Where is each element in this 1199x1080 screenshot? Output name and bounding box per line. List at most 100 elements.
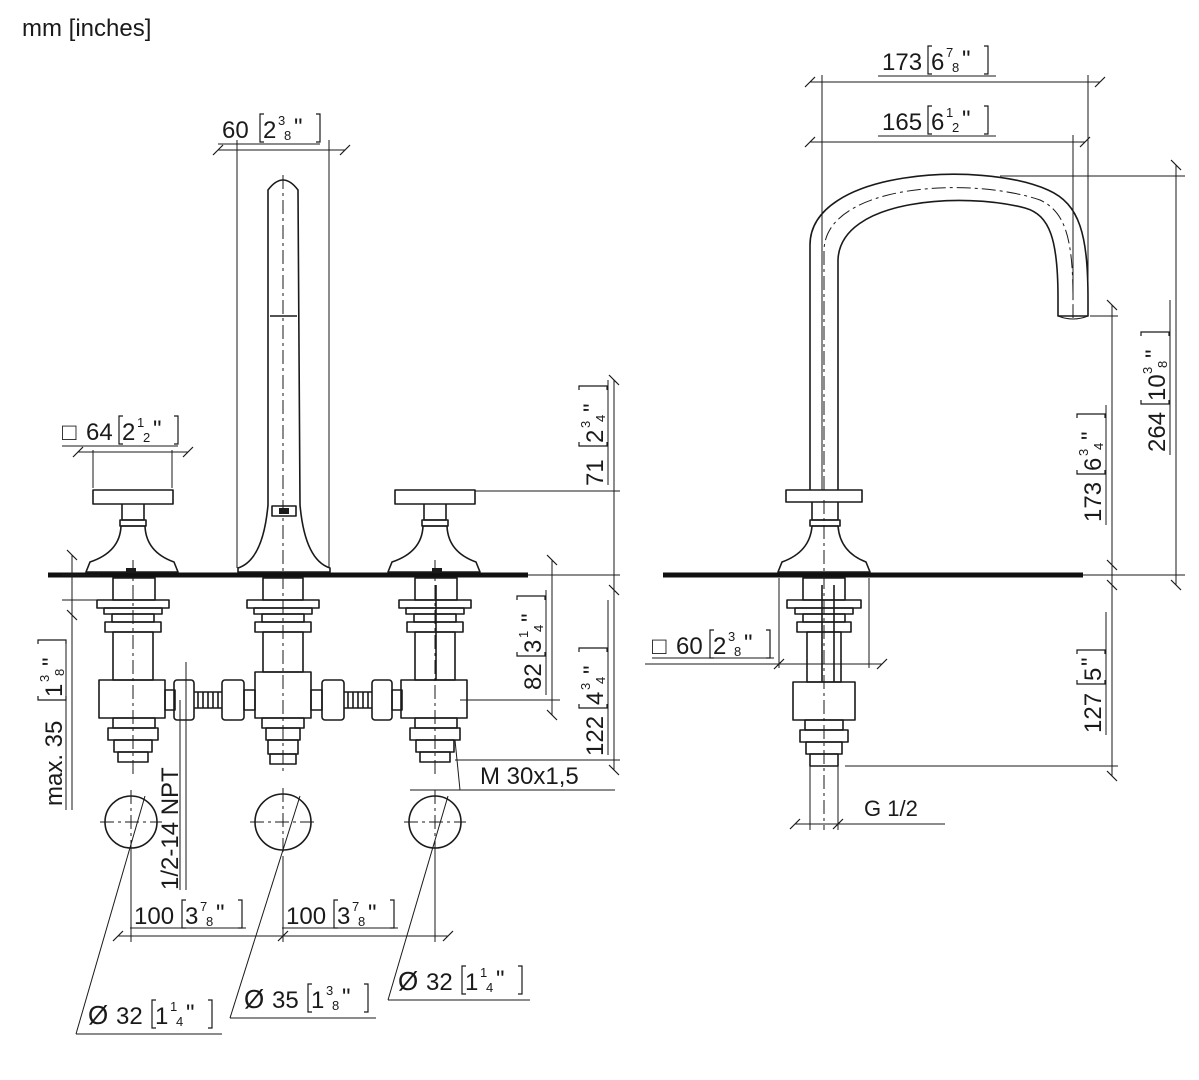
dim-side-depth-mm: 127 (1080, 693, 1107, 733)
dim-max-deck-thickness-mm: max. 35 (41, 721, 68, 806)
dim-valve-depth-inch-num: 1 (516, 631, 531, 638)
svg-text:": " (1077, 657, 1104, 666)
dim-hole-left-mm: 32 (116, 1003, 143, 1030)
mounting-holes (100, 788, 466, 858)
units-label: mm [inches] (22, 15, 151, 42)
dim-hole-center-inch-den: 8 (332, 998, 339, 1013)
dim-spout-width-inch-num: 3 (278, 113, 285, 128)
svg-text:": " (153, 416, 162, 443)
dim-thread-npt-label: 1/2-14 NPT (157, 767, 184, 890)
dim-hole-center-symbol: Ø (244, 984, 264, 1014)
handle-left-front (85, 489, 179, 775)
svg-text:": " (579, 403, 606, 412)
dim-hole-right-mm: 32 (426, 969, 453, 996)
dim-spout-outlet-height-inch-whole: 6 (1080, 458, 1107, 471)
svg-text:": " (216, 900, 225, 927)
dim-spout-width: 60 2 3 8 " (212, 113, 351, 568)
dim-side-square-inch-den: 8 (734, 644, 741, 659)
dim-hole-center-inch-num: 3 (326, 983, 333, 998)
dim-handle-square-inch-whole: 2 (122, 419, 135, 446)
dim-spout-reach-total-inch-num: 7 (946, 45, 953, 60)
dim-side-square: □ 60 2 3 8 " (645, 578, 888, 668)
connection-hoses (164, 679, 403, 721)
shank-side-under-deck (786, 577, 862, 767)
dim-spout-total-height-inch-whole: 10 (1144, 374, 1171, 401)
dim-handle-square-inch-num: 1 (137, 415, 144, 430)
dim-spout-total-height-mm: 264 (1144, 412, 1171, 452)
dim-hole-right-symbol: Ø (398, 966, 418, 996)
dim-spacing-left-inch-num: 7 (200, 899, 207, 914)
dim-connection-depth-inch-den: 4 (593, 677, 608, 684)
dim-spout-reach-inch-den: 2 (952, 120, 959, 135)
dim-handle-height-inch-den: 4 (593, 415, 608, 422)
handle-right-front (387, 489, 481, 775)
svg-text:": " (744, 630, 753, 657)
dim-handle-square-symbol: □ (62, 419, 77, 446)
dim-hole-left-symbol: Ø (88, 1000, 108, 1030)
svg-text:": " (962, 46, 971, 73)
dim-spout-reach-mm: 165 (882, 109, 922, 136)
dim-connection-depth-inch-whole: 4 (582, 692, 609, 705)
dim-hole-center-mm: 35 (272, 987, 299, 1014)
dim-max-deck-thickness-inch-whole: 1 (41, 684, 68, 697)
dim-hole-right: Ø 32 1 1 4 " (387, 795, 530, 1001)
dim-spout-reach-inch-num: 1 (946, 105, 953, 120)
dim-hole-left: Ø 32 1 1 4 " (75, 795, 222, 1035)
side-view: 173 6 7 8 " 165 6 1 2 " (645, 45, 1185, 830)
dim-spout-width-mm: 60 (222, 117, 249, 144)
dim-hole-left-inch-den: 4 (176, 1014, 183, 1029)
svg-text:": " (517, 613, 544, 622)
dim-spacing-left-mm: 100 (134, 903, 174, 930)
dim-side-depth-inch-whole: 5 (1080, 668, 1107, 681)
svg-text:": " (186, 1000, 195, 1027)
dim-side-thread: G 1/2 (789, 766, 945, 830)
svg-text:": " (496, 966, 505, 993)
svg-text:": " (962, 106, 971, 133)
svg-text:": " (38, 657, 65, 666)
dim-valve-depth: 82 3 1 4 " (460, 554, 620, 721)
dim-spout-total-height: 264 10 3 8 " (1000, 159, 1185, 591)
svg-text:": " (1141, 349, 1168, 358)
dim-thread-metric-label: M 30x1,5 (480, 763, 579, 790)
dim-hole-right-inch-whole: 1 (465, 969, 478, 996)
dim-connection-depth-mm: 122 (582, 716, 609, 756)
dim-handle-square: □ 64 2 1 2 " (62, 415, 194, 488)
dim-spout-reach-inch-whole: 6 (931, 109, 944, 136)
dim-handle-height-mm: 71 (582, 459, 609, 486)
dim-side-square-inch-num: 3 (728, 629, 735, 644)
dim-spout-outlet-height-inch-num: 3 (1076, 449, 1091, 456)
dim-side-square-mm: 60 (676, 633, 703, 660)
dim-spout-reach-total-inch-den: 8 (952, 60, 959, 75)
dim-hole-right-inch-num: 1 (480, 965, 487, 980)
svg-text:": " (342, 984, 351, 1011)
dim-thread-metric: M 30x1,5 (410, 739, 615, 791)
dim-handle-square-inch-den: 2 (143, 430, 150, 445)
dim-thread-npt: 1/2-14 NPT (157, 662, 187, 890)
dim-max-deck-thickness-inch-den: 8 (52, 669, 67, 676)
svg-text:": " (368, 900, 377, 927)
dim-spacing-left-inch-whole: 3 (185, 903, 198, 930)
dim-hole-left-inch-num: 1 (170, 999, 177, 1014)
dim-spout-reach-total-mm: 173 (882, 49, 922, 76)
dim-hole-center: Ø 35 1 3 8 " (229, 795, 376, 1019)
dim-spacing-right-inch-whole: 3 (337, 903, 350, 930)
dim-connection-depth-inch-num: 3 (578, 683, 593, 690)
svg-text:": " (1077, 431, 1104, 440)
dim-hole-left-inch-whole: 1 (155, 1003, 168, 1030)
dim-handle-height-inch-whole: 2 (582, 430, 609, 443)
valve-right-under-deck (398, 577, 472, 763)
dim-side-square-inch-whole: 2 (713, 633, 726, 660)
dim-spout-reach-total-inch-whole: 6 (931, 49, 944, 76)
dim-spout-outlet-height: 173 6 3 4 " (1076, 299, 1118, 591)
svg-text:": " (579, 665, 606, 674)
dim-spout-outlet-height-mm: 173 (1080, 482, 1107, 522)
dim-handle-height: 71 2 3 4 " (475, 374, 620, 596)
valve-left-under-deck (96, 577, 170, 763)
front-view: 60 2 3 8 " □ 64 2 1 2 " (37, 113, 620, 1035)
handle-side (777, 489, 871, 573)
dim-spacing-right-mm: 100 (286, 903, 326, 930)
dim-spacing-left-inch-den: 8 (206, 914, 213, 929)
dim-spout-width-inch-whole: 2 (263, 117, 276, 144)
dim-hole-center-inch-whole: 1 (311, 987, 324, 1014)
